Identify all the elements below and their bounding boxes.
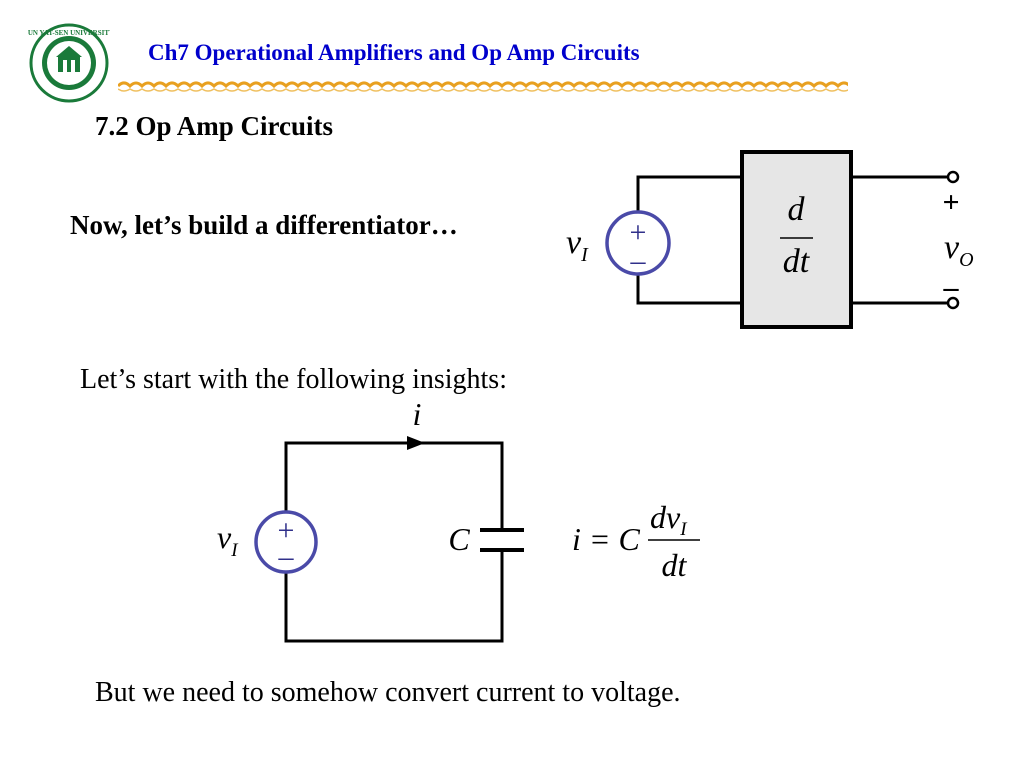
- section-title: 7.2 Op Amp Circuits: [95, 111, 334, 141]
- university-logo: SUN YAT-SEN UNIVERSITY: [28, 23, 110, 103]
- insight-text: Let’s start with the following insights:: [80, 364, 507, 395]
- capacitor-label: C: [448, 521, 470, 557]
- equation-denominator: dt: [662, 547, 688, 583]
- equation-lhs: i = C: [572, 521, 640, 557]
- header-divider: [118, 81, 848, 92]
- output-plus: +: [942, 186, 959, 219]
- source-plus: +: [630, 216, 647, 249]
- differentiator-block-diagram: d dt + – vI + – vO: [566, 150, 974, 329]
- output-terminal-positive: [946, 170, 960, 184]
- source-label: vI: [566, 224, 589, 266]
- source-label: vI: [217, 519, 239, 561]
- logo-text: SUN YAT-SEN UNIVERSITY: [28, 29, 110, 37]
- current-arrow-icon: [407, 436, 425, 450]
- output-label: vO: [944, 229, 974, 271]
- intro-text: Now, let’s build a differentiator…: [70, 210, 458, 240]
- output-terminal-negative: [946, 296, 960, 310]
- header-title: Ch7 Operational Amplifiers and Op Amp Ci…: [148, 40, 640, 65]
- output-minus: –: [943, 271, 960, 304]
- voltage-source-icon: [605, 210, 671, 276]
- source-minus: –: [630, 244, 647, 277]
- block-numerator: d: [788, 191, 806, 228]
- capacitor-circuit-diagram: i C + – vI i = C dvI dt: [217, 396, 700, 643]
- equation-numerator: dvI: [650, 499, 688, 540]
- differentiator-block: [740, 150, 853, 329]
- voltage-source-icon: [254, 510, 318, 574]
- source-plus: +: [278, 514, 295, 547]
- bottom-text: But we need to somehow convert current t…: [95, 677, 681, 708]
- source-minus: –: [278, 540, 295, 573]
- block-denominator: dt: [783, 243, 811, 280]
- current-label: i: [413, 396, 422, 432]
